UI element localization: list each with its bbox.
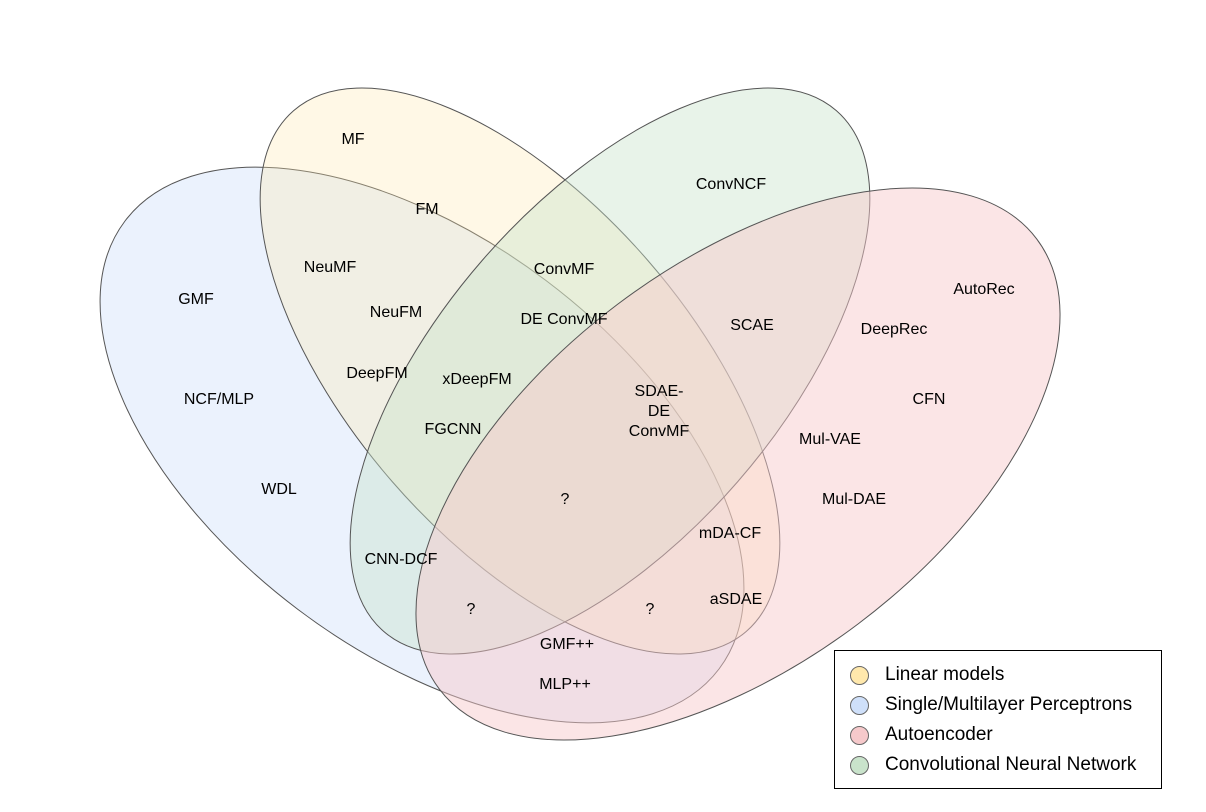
legend-swatch-circle <box>850 755 869 775</box>
legend-label: Convolutional Neural Network <box>885 754 1137 775</box>
label-sdae-de-convmf-line3: ConvMF <box>629 423 690 440</box>
legend-swatch-circle <box>850 695 869 715</box>
label-convmf: ConvMF <box>534 261 595 278</box>
legend-label: Single/Multilayer Perceptrons <box>885 694 1133 715</box>
label-cfn: CFN <box>913 391 946 408</box>
label-mlp-plus-plus: MLP++ <box>539 676 591 693</box>
legend-item-autoencoder: Autoencoder <box>835 720 1161 750</box>
legend-label: Autoencoder <box>885 724 993 745</box>
label-deeprec: DeepRec <box>861 321 928 338</box>
legend-item-perceptrons: Single/Multilayer Perceptrons <box>835 690 1161 720</box>
label-sdae-de-convmf-line1: SDAE- <box>635 383 684 400</box>
legend-swatch-circle <box>850 725 869 745</box>
label-gmf-plus-plus: GMF++ <box>540 636 594 653</box>
label-wdl: WDL <box>261 481 297 498</box>
legend: Linear models Single/Multilayer Perceptr… <box>834 650 1162 789</box>
label-neumf: NeuMF <box>304 259 357 276</box>
label-deepfm: DeepFM <box>346 365 407 382</box>
label-neufm: NeuFM <box>370 304 422 321</box>
label-fm: FM <box>415 201 438 218</box>
label-sdae-de-convmf-line2: DE <box>648 403 670 420</box>
label-scae: SCAE <box>730 317 774 334</box>
set-ellipse-cnn <box>349 87 871 655</box>
label-mul-vae: Mul-VAE <box>799 431 861 448</box>
legend-item-linear-models: Linear models <box>835 660 1161 690</box>
label-gmf: GMF <box>178 291 214 308</box>
label-xdeepfm: xDeepFM <box>442 371 511 388</box>
legend-swatch-circle <box>850 665 869 685</box>
label-asdae: aSDAE <box>710 591 762 608</box>
label-left-unknown: ? <box>467 601 476 618</box>
label-fgcnn: FGCNN <box>425 421 482 438</box>
label-autorec: AutoRec <box>953 281 1014 298</box>
label-right-unknown: ? <box>646 601 655 618</box>
label-ncf-mlp: NCF/MLP <box>184 391 254 408</box>
label-de-convmf: DE ConvMF <box>520 311 607 328</box>
label-mda-cf: mDA-CF <box>699 525 761 542</box>
label-center-unknown: ? <box>561 491 570 508</box>
label-mf: MF <box>341 131 364 148</box>
label-convncf: ConvNCF <box>696 176 766 193</box>
label-mul-dae: Mul-DAE <box>822 491 886 508</box>
label-cnn-dcf: CNN-DCF <box>365 551 438 568</box>
set-ellipse-perceptrons <box>99 166 745 724</box>
set-ellipse-autoencoder <box>415 187 1061 741</box>
set-ellipse-linear-models <box>259 87 781 655</box>
legend-item-cnn: Convolutional Neural Network <box>835 750 1161 780</box>
legend-label: Linear models <box>885 664 1005 685</box>
